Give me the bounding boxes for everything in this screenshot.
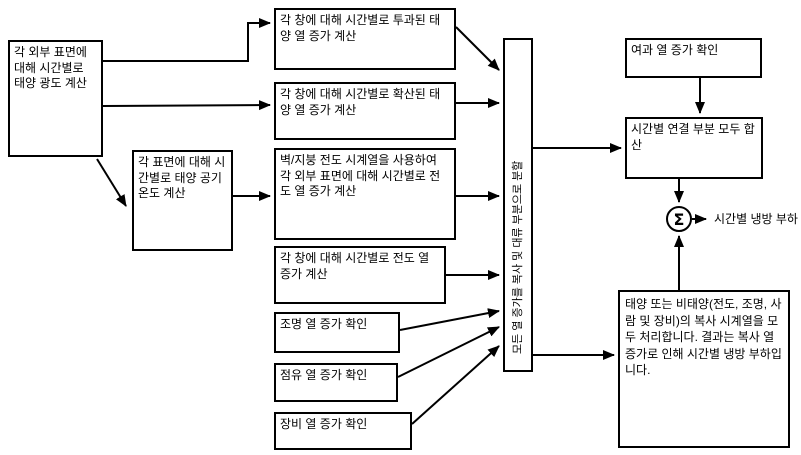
node-sum-convective: 시간별 연결 부분 모두 합산: [625, 117, 763, 179]
node-radiant-time-series: 태양 또는 비태양(전도, 조명, 사람 및 장비)의 복사 시계열을 모두 처…: [618, 290, 790, 448]
node-equipment-gain: 장비 열 증가 확인: [274, 412, 412, 450]
arrow-lighting-to-split: [399, 308, 500, 331]
hourly-cooling-load-label: 시간별 냉방 부하: [714, 212, 798, 226]
node-diffuse-solar: 각 창에 대해 시간별로 확산된 태양 열 증가 계산: [274, 82, 456, 140]
node-lighting-gain: 조명 열 증가 확인: [274, 312, 400, 353]
arrow-transmitted-to-split: [455, 26, 500, 71]
arrow-occupancy-to-split: [397, 326, 500, 378]
node-occupancy-gain: 점유 열 증가 확인: [274, 363, 398, 402]
node-sol-air-temp: 각 표면에 대해 시간별로 태양 공기 온도 계산: [132, 150, 233, 251]
node-solar-intensity: 각 외부 표면에 대해 시간별로 태양 광도 계산: [8, 40, 103, 157]
arrow-solar-to-diffuse: [102, 100, 271, 111]
arrow-solar-to-transmitted: [103, 18, 271, 62]
node-wall-roof-conduction: 벽/지붕 전도 시계열을 사용하여 각 외부 표면에 대해 시간별로 전도 열 …: [274, 148, 456, 240]
arrow-equipment-to-split: [411, 345, 500, 425]
node-window-conduction: 각 창에 대해 시간별로 전도 열 증가 계산: [274, 246, 446, 304]
arrow-solar-to-solair: [96, 158, 127, 207]
node-infiltration-gain: 여과 열 증가 확인: [625, 38, 762, 78]
node-split-radiant-convective: 모든 열 증가를 복사 및 대류 부분으로 분할: [503, 38, 533, 372]
split-radiant-convective-label: 모든 열 증가를 복사 및 대류 부분으로 분할: [512, 160, 524, 354]
sigma-summation-node: Σ: [666, 206, 692, 232]
node-transmitted-solar: 각 창에 대해 시간별로 투과된 태양 열 증가 계산: [274, 8, 456, 70]
